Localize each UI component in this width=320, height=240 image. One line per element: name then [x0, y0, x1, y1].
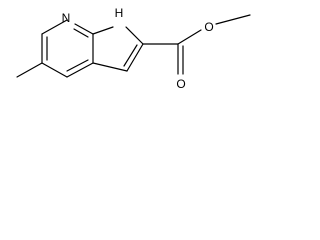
- bond-c2-c3-double: [123, 44, 138, 67]
- bond-ester-o-methyl: [215, 14, 251, 25]
- pyrrole-nh-label: H: [115, 6, 124, 20]
- bond-n1-c2: [125, 26, 144, 45]
- pyrrole-ring: [92, 26, 144, 72]
- bond-c3-c3a: [92, 62, 128, 72]
- bond-n7-c6: [41, 19, 68, 35]
- bond-c4-c3a-double: [66, 59, 89, 72]
- carbonyl-oxygen-label: O: [176, 77, 185, 91]
- bond-methyl: [16, 62, 43, 78]
- chemical-structure: N H O O: [16, 6, 251, 91]
- ester-oxygen-label: O: [204, 20, 213, 34]
- bond-c2-c3: [126, 43, 144, 72]
- bond-c7a-n7: [74, 23, 94, 35]
- pyridine-ring: [41, 19, 94, 78]
- bond-c7a-n1: [92, 26, 114, 35]
- bond-c5-c4: [41, 62, 68, 78]
- bond-carbonyl-ester-o: [177, 29, 202, 45]
- methyl-ester: [142, 14, 251, 75]
- bond-c7a-n7-double: [73, 28, 89, 38]
- ring-nitrogen-label: N: [62, 11, 71, 25]
- bond-c4-c3a: [66, 62, 94, 78]
